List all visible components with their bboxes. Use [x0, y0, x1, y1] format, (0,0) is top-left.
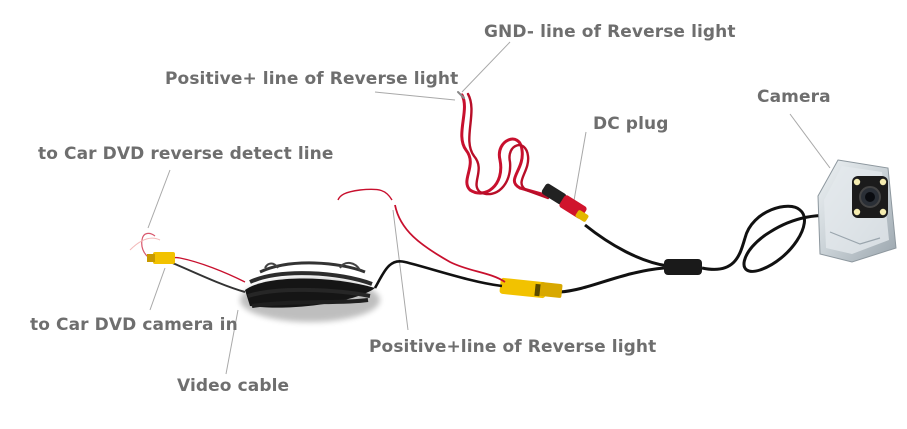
rca-connector-left — [147, 252, 175, 264]
cable-junction — [664, 259, 702, 275]
leader-positive-bottom — [392, 209, 409, 331]
leader-dc-plug — [571, 131, 587, 213]
camera-unit — [817, 159, 897, 263]
leader-dvd-detect — [147, 169, 171, 229]
rca-to-bundle-cable — [373, 259, 503, 289]
label-camera: Camera — [757, 87, 831, 107]
leader-gnd — [461, 41, 511, 93]
camera-cable — [701, 204, 837, 273]
leader-camera — [789, 113, 831, 169]
label-video-cable: Video cable — [177, 376, 290, 396]
dc-plug — [541, 183, 589, 222]
rca-connector-center — [499, 277, 563, 299]
label-positive-line-bottom: Positive+line of Reverse light — [369, 337, 657, 357]
dc-to-junction-cable — [584, 223, 669, 268]
main-camera-cable — [559, 266, 665, 294]
leader-positive-top — [374, 91, 456, 101]
video-cable-coil — [240, 261, 380, 322]
label-gnd-line: GND- line of Reverse light — [484, 22, 736, 42]
red-positive-wire — [394, 204, 506, 283]
label-positive-line-top: Positive+ line of Reverse light — [165, 69, 459, 89]
leader-dvd-camera-in — [149, 267, 166, 311]
leader-lines — [147, 41, 831, 375]
leader-video-cable — [225, 309, 239, 375]
left-end-wires — [129, 232, 246, 293]
label-car-dvd-camera-in: to Car DVD camera in — [30, 315, 238, 335]
label-dc-plug: DC plug — [593, 114, 669, 134]
label-car-dvd-detect: to Car DVD reverse detect line — [38, 144, 334, 164]
red-power-lead — [457, 91, 550, 200]
